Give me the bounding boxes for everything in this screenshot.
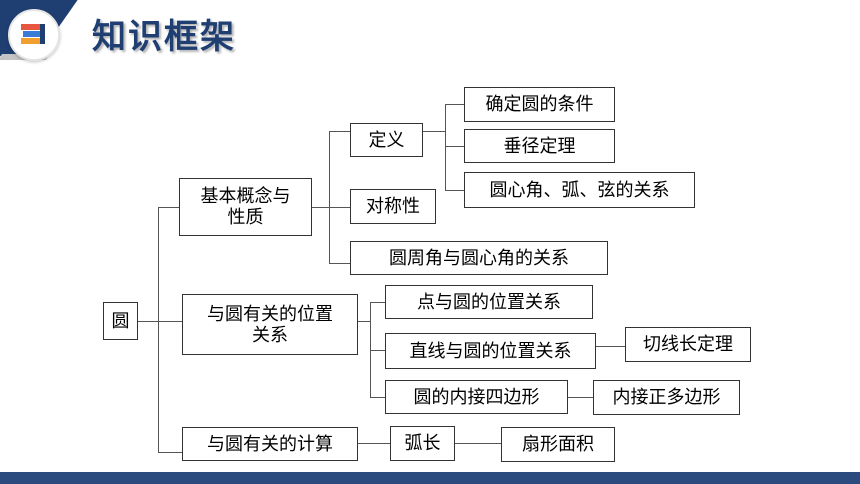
connector xyxy=(370,302,385,303)
connector xyxy=(370,397,385,398)
connector xyxy=(445,104,446,190)
connector xyxy=(358,443,390,444)
node-symmetry: 对称性 xyxy=(350,189,436,224)
connector xyxy=(568,397,593,398)
node-point-circle: 点与圆的位置关系 xyxy=(385,285,593,319)
node-tangent-length: 切线长定理 xyxy=(625,327,751,362)
connector xyxy=(329,131,330,263)
connector xyxy=(370,302,371,397)
books-icon xyxy=(21,24,45,44)
connector xyxy=(455,443,501,444)
page-title: 知识框架 xyxy=(92,17,236,57)
connector xyxy=(312,207,329,208)
connector xyxy=(358,321,370,322)
connector xyxy=(138,321,158,322)
node-arc-chord-angle: 圆心角、弧、弦的关系 xyxy=(464,172,695,208)
connector xyxy=(158,207,159,452)
connector xyxy=(329,207,350,208)
node-calculations: 与圆有关的计算 xyxy=(182,427,358,461)
connector xyxy=(445,146,464,147)
logo xyxy=(8,9,60,61)
connector xyxy=(596,346,625,347)
connector xyxy=(158,452,182,453)
node-positions: 与圆有关的位置 关系 xyxy=(182,294,358,355)
node-perpendicular-diameter: 垂径定理 xyxy=(464,129,615,163)
connector xyxy=(329,131,350,132)
node-root: 圆 xyxy=(103,302,138,340)
connector xyxy=(329,263,350,264)
connector xyxy=(370,350,385,351)
node-inscribed-quad: 圆的内接四边形 xyxy=(385,380,568,414)
node-circle-conditions: 确定圆的条件 xyxy=(464,87,615,122)
node-line-circle: 直线与圆的位置关系 xyxy=(385,333,596,369)
node-sector-area: 扇形面积 xyxy=(501,427,615,462)
connector xyxy=(158,207,179,208)
node-inscribed-central: 圆周角与圆心角的关系 xyxy=(350,241,608,275)
connector xyxy=(158,321,182,322)
node-arc-length: 弧长 xyxy=(390,426,455,461)
connector xyxy=(445,104,464,105)
node-inscribed-polygon: 内接正多边形 xyxy=(593,380,740,415)
connector xyxy=(423,131,445,132)
node-definition: 定义 xyxy=(350,123,423,157)
bottom-bar xyxy=(0,472,860,484)
node-concepts: 基本概念与 性质 xyxy=(179,178,312,236)
connector xyxy=(445,190,464,191)
